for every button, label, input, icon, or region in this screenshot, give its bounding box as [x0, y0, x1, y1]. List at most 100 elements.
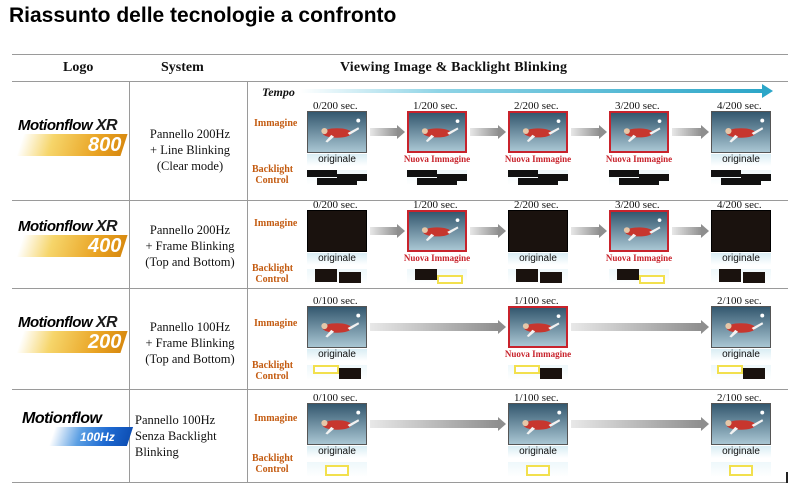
system-line: Pannello 200Hz: [149, 223, 231, 237]
logo-motionflow-100hz: Motionflow 100Hz: [22, 410, 134, 455]
logo-motionflow-xr-800: Motionflow XR 800: [16, 117, 130, 162]
header-viewing: Viewing Image & Backlight Blinking: [340, 60, 568, 75]
flow-arrow: [370, 417, 506, 431]
tempo-arrow-bar: [300, 89, 762, 93]
time-label: 2/100 sec.: [717, 392, 762, 404]
label-immagine: Immagine: [254, 218, 298, 229]
time-label: 2/100 sec.: [717, 295, 762, 307]
time-label: 3/200 sec.: [615, 199, 660, 211]
time-label: 0/100 sec.: [313, 392, 358, 404]
caption-nuova-immagine: Nuova Immagine: [605, 253, 673, 263]
backlight-strip: [407, 269, 467, 284]
frame-black: [711, 210, 771, 252]
system-row-2: Pannello 200Hz + Frame Blinking (Top and…: [130, 222, 250, 270]
label-immagine: Immagine: [254, 318, 298, 329]
grid-line: [12, 200, 788, 201]
caption-bg: [307, 154, 367, 166]
caption-originale: originale: [519, 253, 557, 264]
system-line: + Line Blinking: [150, 143, 230, 157]
time-label: 1/100 sec.: [514, 295, 559, 307]
system-row-1: Pannello 200Hz + Line Blinking (Clear mo…: [130, 126, 250, 174]
logo-text: Motionflow: [18, 117, 93, 134]
page-title: Riassunto delle tecnologie a confronto: [9, 4, 397, 27]
grid-line: [12, 288, 788, 289]
time-label: 1/200 sec.: [413, 199, 458, 211]
header-logo: Logo: [63, 60, 94, 75]
backlight-strip: [307, 269, 367, 284]
logo-suffix: XR: [95, 314, 118, 331]
logo-text: Motionflow: [22, 410, 102, 427]
grid-line: [247, 82, 248, 482]
label-backlight-control: Backlight Control: [252, 360, 294, 382]
caption-bg: [307, 253, 367, 265]
frame-original: [307, 111, 367, 153]
frame-black: [508, 210, 568, 252]
system-line: Pannello 100Hz: [135, 413, 216, 427]
flow-arrow: [571, 320, 709, 334]
grid-line: [12, 482, 788, 483]
system-line: Pannello 100Hz: [149, 320, 231, 334]
grid-line: [12, 54, 788, 55]
flow-arrow: [470, 224, 506, 238]
caption-originale: originale: [722, 154, 760, 165]
backlight-strip: [508, 269, 568, 284]
frame-original: [711, 403, 771, 445]
frame-original: [711, 306, 771, 348]
backlight-strip: [307, 170, 367, 185]
logo-number: 200: [88, 331, 122, 353]
backlight-strip: [711, 170, 771, 185]
backlight-strip: [508, 365, 568, 380]
label-backlight-control: Backlight Control: [252, 453, 294, 475]
caption-originale: originale: [318, 253, 356, 264]
label-immagine: Immagine: [254, 413, 298, 424]
time-label: 2/200 sec.: [514, 100, 559, 112]
caption-nuova-immagine: Nuova Immagine: [403, 253, 471, 263]
caption-bg: [711, 446, 771, 458]
backlight-strip: [508, 462, 568, 477]
label-backlight-control: Backlight Control: [252, 164, 294, 186]
time-label: 4/200 sec.: [717, 199, 762, 211]
system-row-3: Pannello 100Hz + Frame Blinking (Top and…: [130, 319, 250, 367]
logo-text: Motionflow: [18, 218, 93, 235]
backlight-strip: [307, 462, 367, 477]
frame-original: [711, 111, 771, 153]
system-line: Senza Backlight: [135, 429, 217, 443]
grid-line: [12, 389, 788, 390]
frame-interpolated: [508, 306, 568, 348]
label-backlight-control: Backlight Control: [252, 263, 294, 285]
flow-arrow: [571, 417, 709, 431]
backlight-strip: [407, 170, 467, 185]
logo-text: Motionflow: [18, 314, 93, 331]
flow-arrow: [370, 320, 506, 334]
edge-mark: [786, 472, 788, 483]
frame-interpolated: [508, 111, 568, 153]
time-label: 0/200 sec.: [313, 100, 358, 112]
tempo-label: Tempo: [262, 85, 295, 99]
backlight-strip: [508, 170, 568, 185]
frame-black: [307, 210, 367, 252]
caption-bg: [508, 253, 568, 265]
frame-original: [508, 403, 568, 445]
backlight-strip: [609, 269, 669, 284]
flow-arrow: [672, 224, 709, 238]
logo-number: 400: [88, 235, 122, 257]
time-label: 1/200 sec.: [413, 100, 458, 112]
flow-arrow: [672, 125, 709, 139]
logo-number: 100Hz: [80, 430, 115, 444]
caption-originale: originale: [519, 446, 557, 457]
time-label: 0/200 sec.: [313, 199, 358, 211]
time-label: 2/200 sec.: [514, 199, 559, 211]
caption-nuova-immagine: Nuova Immagine: [504, 349, 572, 359]
system-line: (Top and Bottom): [145, 255, 235, 269]
logo-motionflow-xr-200: Motionflow XR 200: [16, 314, 130, 359]
caption-nuova-immagine: Nuova Immagine: [504, 154, 572, 164]
time-label: 4/200 sec.: [717, 100, 762, 112]
caption-originale: originale: [722, 349, 760, 360]
system-line: Pannello 200Hz: [149, 127, 231, 141]
system-row-4: Pannello 100Hz Senza Backlight Blinking: [135, 412, 255, 460]
frame-interpolated: [407, 210, 467, 252]
time-label: 1/100 sec.: [514, 392, 559, 404]
backlight-strip: [609, 170, 669, 185]
caption-bg: [711, 253, 771, 265]
flow-arrow: [470, 125, 506, 139]
